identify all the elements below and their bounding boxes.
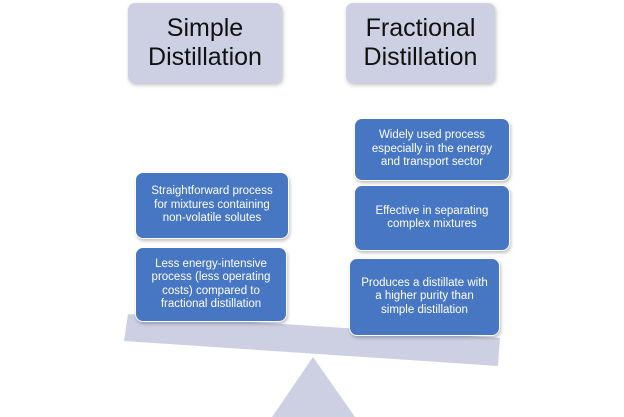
balance-fulcrum bbox=[272, 357, 355, 417]
fractional-advantage-card: Effective in separating complex mixtures bbox=[354, 185, 510, 251]
fractional-distillation-title: Fractional Distillation bbox=[346, 3, 495, 83]
fractional-advantage-card: Widely used process especially in the en… bbox=[354, 118, 510, 181]
simple-advantage-card: Less energy-intensive process (less oper… bbox=[135, 247, 287, 322]
card-text: Effective in separating complex mixtures bbox=[375, 204, 489, 231]
card-text: Widely used process especially in the en… bbox=[371, 129, 493, 169]
card-text: Straightforward process for mixtures con… bbox=[151, 185, 273, 225]
simple-advantage-card: Straightforward process for mixtures con… bbox=[135, 172, 289, 239]
card-text: Less energy-intensive process (less oper… bbox=[151, 257, 271, 311]
simple-distillation-title: Simple Distillation bbox=[128, 3, 282, 83]
card-text: Produces a distillate with a higher puri… bbox=[361, 276, 488, 316]
fractional-advantage-card: Produces a distillate with a higher puri… bbox=[349, 258, 500, 336]
balance-beam bbox=[124, 314, 500, 366]
